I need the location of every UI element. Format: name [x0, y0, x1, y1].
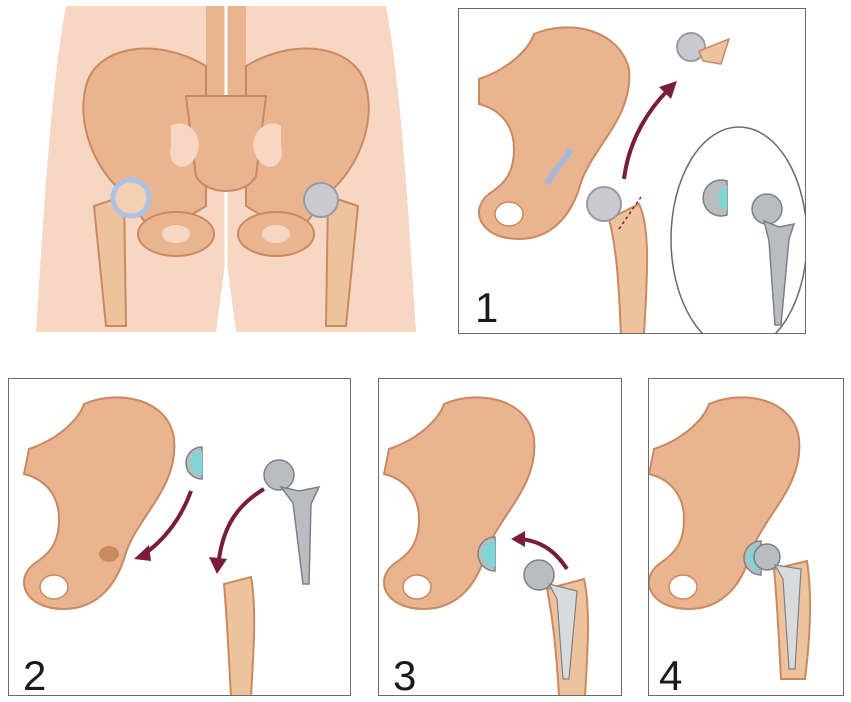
step-2-number: 2 [23, 655, 46, 696]
pelvis-icon [384, 397, 534, 609]
step-2-panel: 2 [8, 378, 351, 696]
step-1-panel: 1 [458, 8, 806, 334]
pelvis-icon [36, 6, 416, 332]
step-4-number: 4 [659, 655, 682, 696]
step-1-number: 1 [475, 287, 498, 329]
step-4-panel: 4 [648, 378, 844, 696]
femur-icon [224, 577, 254, 696]
hip-implant-icon [524, 560, 577, 679]
arrow-icon [219, 489, 264, 559]
arrow-icon [624, 89, 669, 179]
pelvis-overview-illustration [36, 6, 416, 332]
femur-icon [609, 204, 647, 334]
step-3-panel: 3 [378, 378, 622, 696]
hip-implant-icon [264, 460, 319, 584]
step-3-number: 3 [393, 655, 416, 696]
